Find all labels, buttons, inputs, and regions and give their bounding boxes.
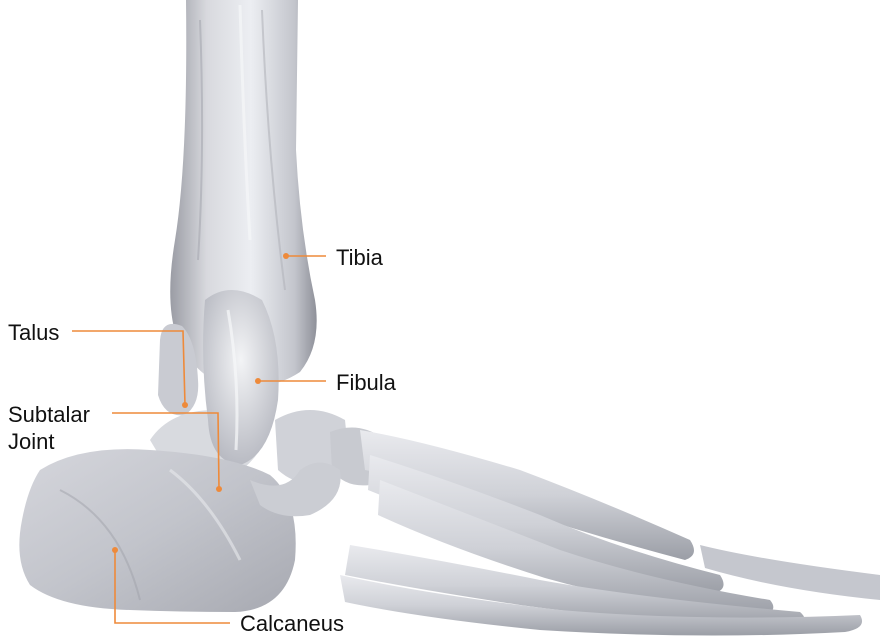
fibula-bone [203, 290, 279, 465]
dot-tibia [283, 253, 289, 259]
dot-calcaneus [112, 547, 118, 553]
label-fibula: Fibula [336, 369, 396, 396]
forefoot-bones [275, 410, 880, 636]
dot-talus [182, 402, 188, 408]
label-talus: Talus [8, 319, 59, 346]
dot-fibula [255, 378, 261, 384]
label-subtalar-line2: Joint [8, 428, 90, 455]
label-calcaneus: Calcaneus [240, 610, 344, 637]
label-subtalar-joint: Subtalar Joint [8, 401, 90, 455]
label-subtalar-line1: Subtalar [8, 401, 90, 428]
dot-subtalar [216, 486, 222, 492]
label-tibia: Tibia [336, 244, 383, 271]
